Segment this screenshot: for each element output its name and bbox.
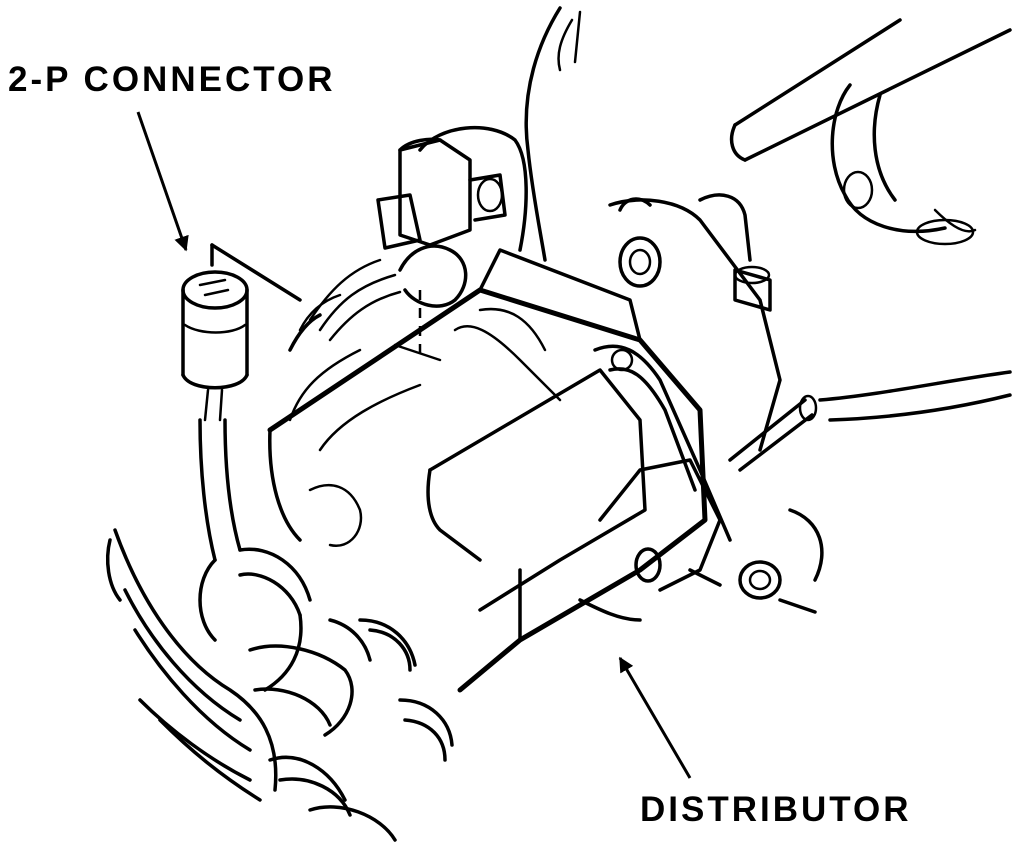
connector-wire-lead bbox=[198, 418, 242, 562]
distributor-leader-arrow bbox=[618, 656, 692, 779]
distributor-callout-label: DISTRIBUTOR bbox=[640, 790, 912, 829]
spark-plug-wire-boots bbox=[198, 547, 454, 842]
two-pin-connector bbox=[181, 243, 302, 422]
leader-arrows bbox=[136, 111, 692, 779]
high-tension-leads bbox=[105, 528, 278, 802]
connector-leader-arrow bbox=[136, 111, 189, 252]
distributor-mount-flange bbox=[608, 193, 824, 614]
connector-callout-label: 2-P CONNECTOR bbox=[8, 60, 336, 99]
mounting-boss-right bbox=[818, 83, 1012, 422]
engine-block-outline bbox=[524, 6, 1012, 262]
cap-retaining-strap bbox=[593, 344, 732, 542]
harness-connector-top bbox=[288, 126, 528, 362]
